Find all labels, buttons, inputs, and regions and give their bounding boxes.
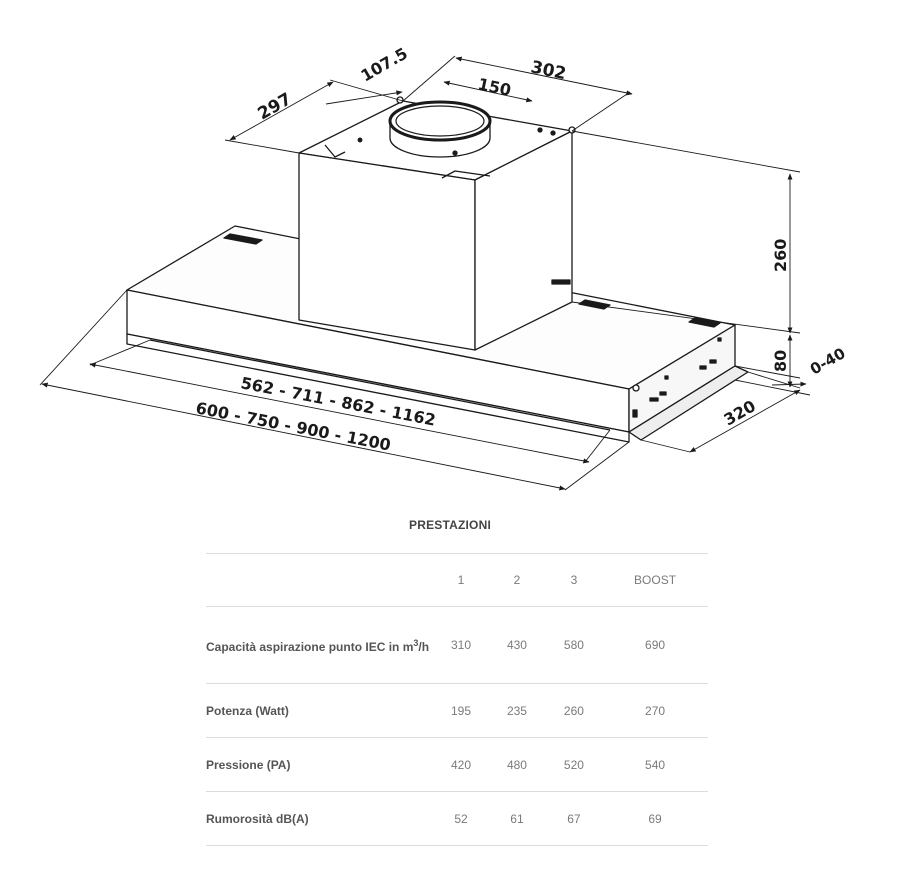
row-label-noise: Rumorosità dB(A) xyxy=(206,791,434,846)
table-row: Rumorosità dB(A) 52 61 67 69 xyxy=(206,791,708,846)
header-boost: BOOST xyxy=(602,553,708,607)
dimension-lines xyxy=(39,55,811,491)
cell-value: 520 xyxy=(545,737,603,792)
cell-value: 260 xyxy=(545,683,603,738)
header-speed-1: 1 xyxy=(433,553,489,607)
row-label-pressure: Pressione (PA) xyxy=(206,737,434,792)
table-header-row: 1 2 3 BOOST xyxy=(206,553,708,607)
cell-value: 690 xyxy=(602,606,708,684)
cell-value: 420 xyxy=(433,737,489,792)
header-speed-2: 2 xyxy=(488,553,546,607)
dim-297: 297 xyxy=(255,89,296,124)
dim-0-40: 0-40 xyxy=(807,344,849,378)
table-row: Capacità aspirazione punto IEC in m3/h 3… xyxy=(206,606,708,684)
dim-80: 80 xyxy=(771,350,790,372)
header-blank xyxy=(206,553,434,607)
cell-value: 69 xyxy=(602,791,708,846)
table-row: Pressione (PA) 420 480 520 540 xyxy=(206,737,708,792)
dim-107-5: 107.5 xyxy=(358,44,411,86)
hood-body xyxy=(126,96,749,443)
cell-value: 580 xyxy=(545,606,603,684)
technical-drawing: 297 107.5 302 150 260 80 0-40 320 562 - … xyxy=(39,44,849,491)
cell-value: 480 xyxy=(488,737,546,792)
dim-302: 302 xyxy=(529,57,568,84)
dim-260: 260 xyxy=(771,239,790,272)
cell-value: 235 xyxy=(488,683,546,738)
cell-value: 310 xyxy=(433,606,489,684)
row-label-power: Potenza (Watt) xyxy=(206,683,434,738)
cell-value: 67 xyxy=(545,791,603,846)
cell-value: 61 xyxy=(488,791,546,846)
table-row: Potenza (Watt) 195 235 260 270 xyxy=(206,683,708,738)
header-speed-3: 3 xyxy=(545,553,603,607)
performance-table: 1 2 3 BOOST Capacità aspirazione punto I… xyxy=(206,553,708,846)
cell-value: 270 xyxy=(602,683,708,738)
dim-150: 150 xyxy=(476,74,513,100)
cell-value: 430 xyxy=(488,606,546,684)
section-title: PRESTAZIONI xyxy=(409,518,491,532)
cell-value: 52 xyxy=(433,791,489,846)
cell-value: 540 xyxy=(602,737,708,792)
row-label-capacity: Capacità aspirazione punto IEC in m3/h xyxy=(206,606,434,684)
cell-value: 195 xyxy=(433,683,489,738)
